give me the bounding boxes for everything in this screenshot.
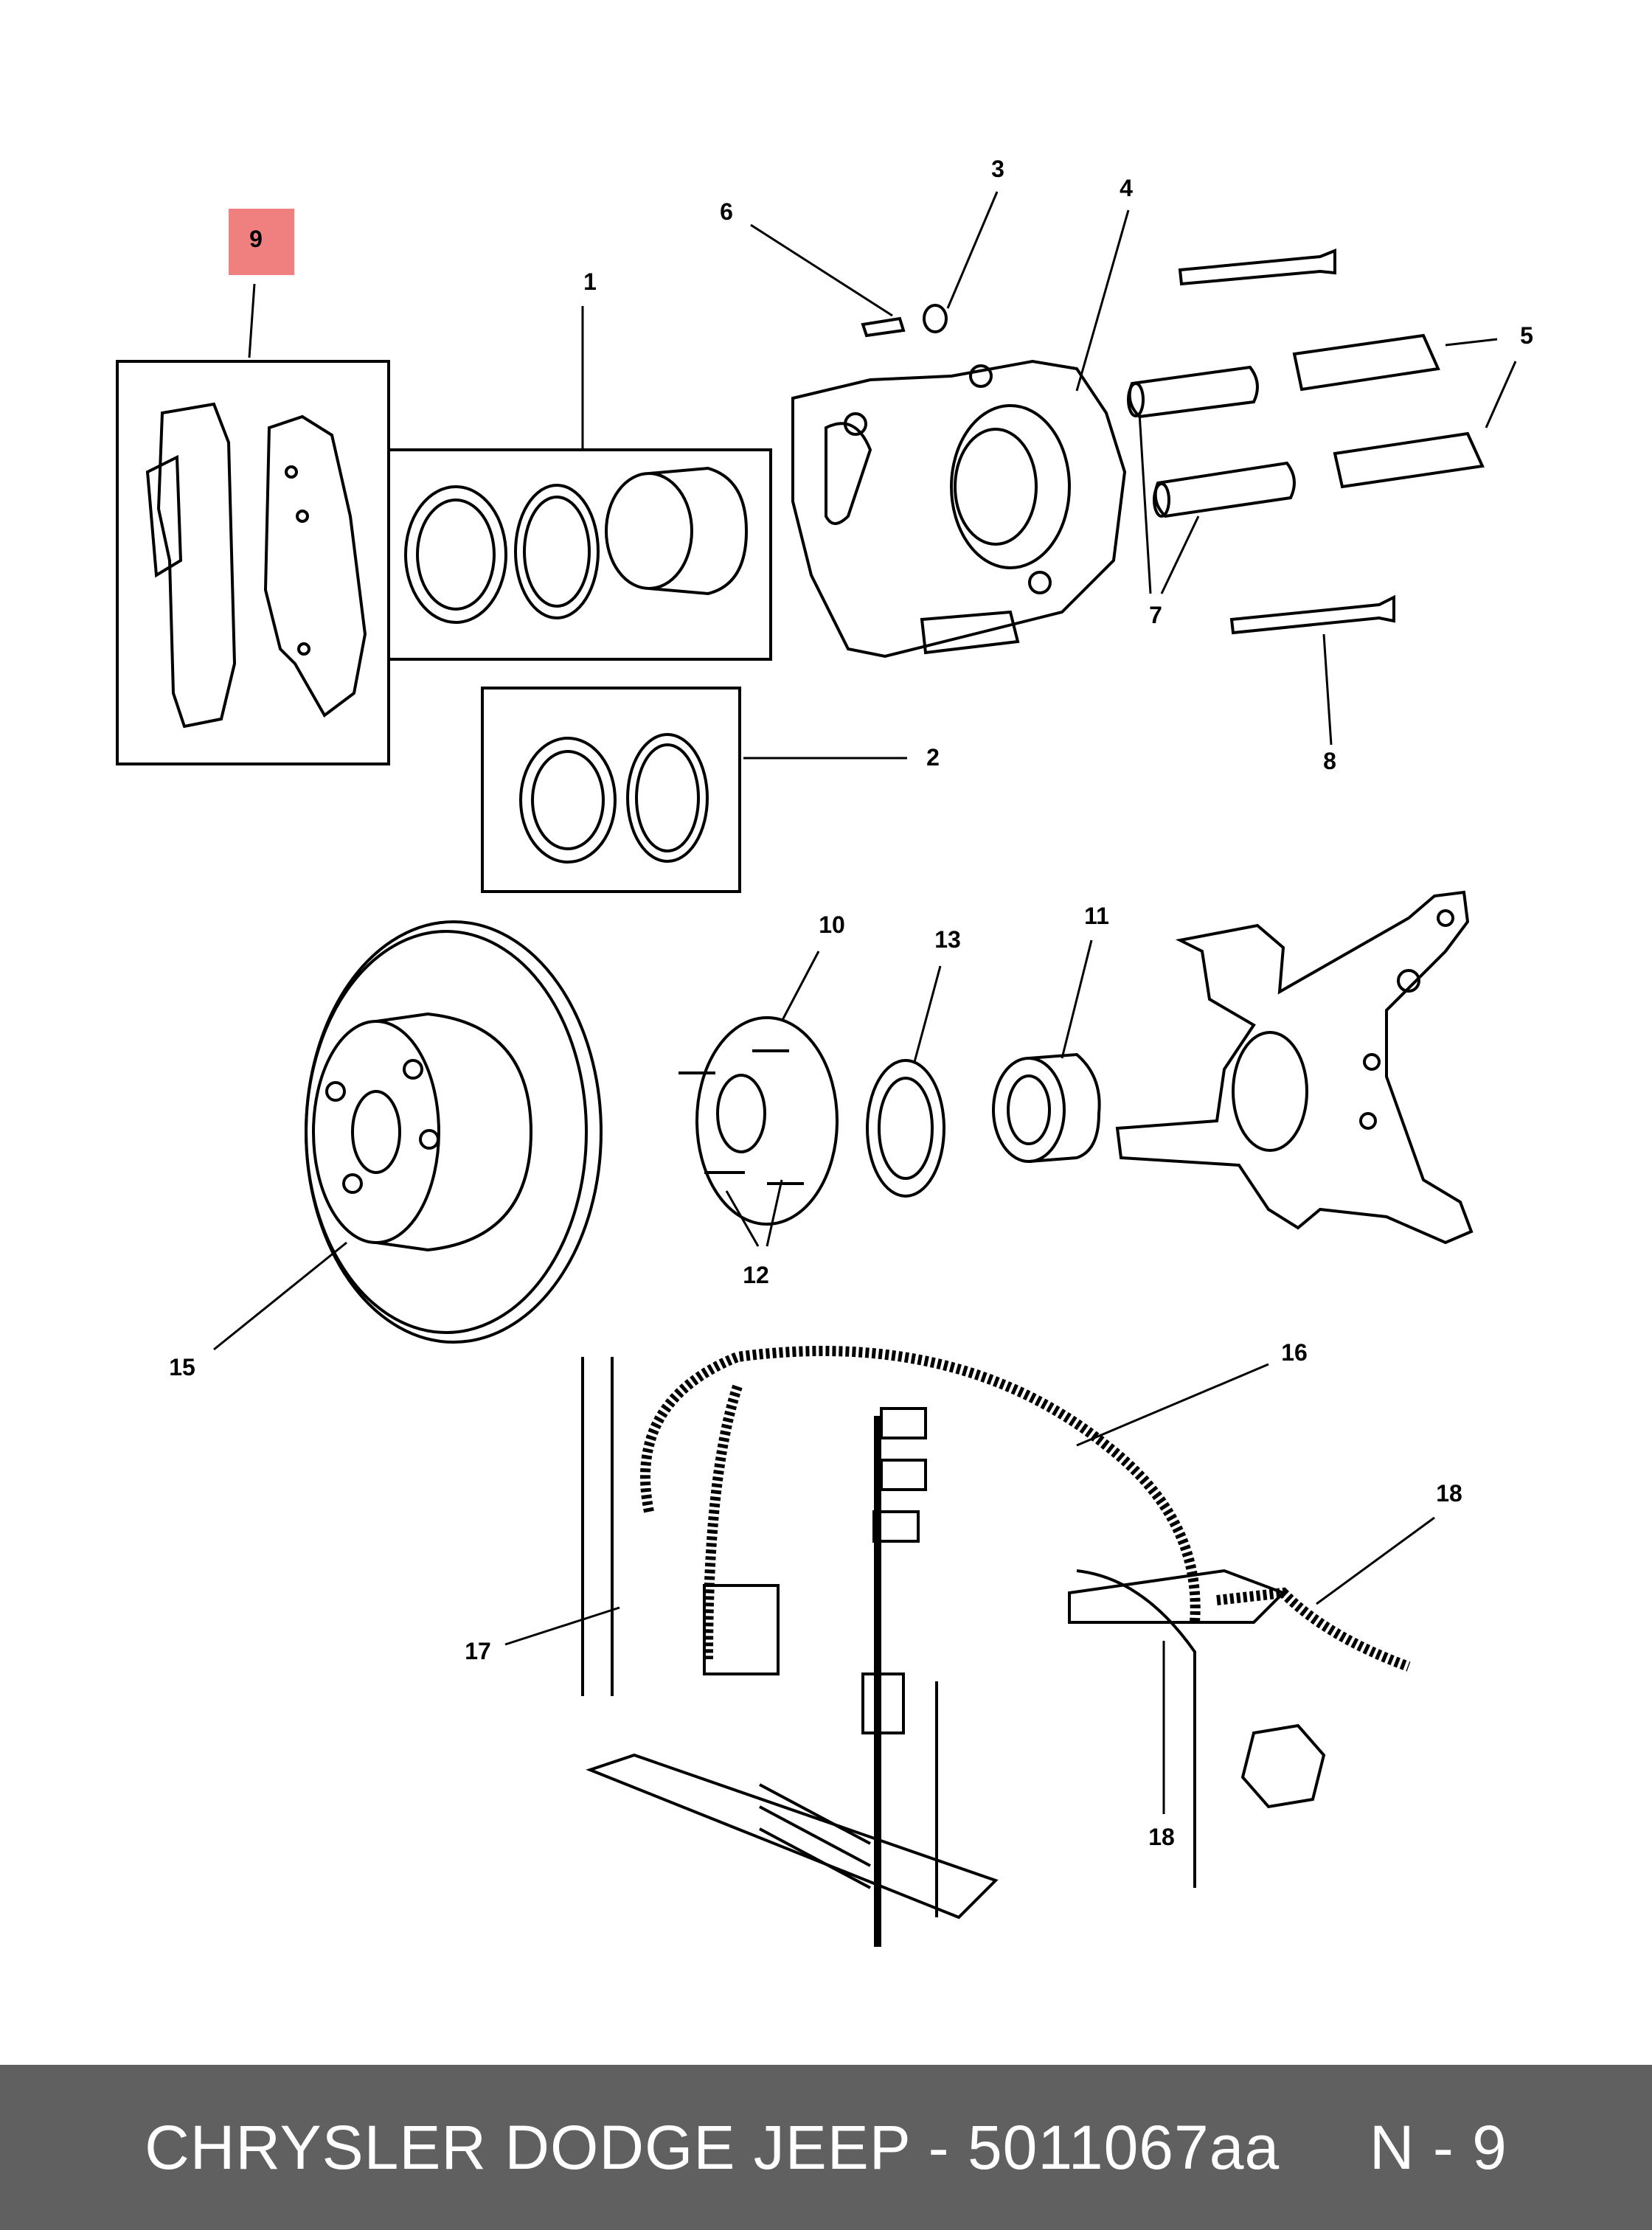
callout-18-bottom: 18 <box>1148 1824 1175 1850</box>
callout-9-highlight <box>229 209 294 275</box>
callout-5: 5 <box>1520 322 1533 349</box>
piston-kit-group <box>387 448 772 661</box>
callout-13: 13 <box>934 926 961 953</box>
callout-11: 11 <box>1084 903 1109 929</box>
callout-4: 4 <box>1120 175 1133 201</box>
hub-assembly <box>678 1016 839 1226</box>
brake-assembly-diagram: 1 2 3 4 5 6 7 8 9 10 11 12 13 15 16 17 1… <box>116 156 1533 1947</box>
bushings <box>1292 333 1485 489</box>
part-number-footer: CHRYSLER DODGE JEEP - 5011067aa N - 9 <box>0 2065 1652 2230</box>
callout-6: 6 <box>720 198 733 225</box>
footer-caption: CHRYSLER DODGE JEEP - 5011067aa N - 9 <box>145 2112 1507 2182</box>
brake-pads-group <box>116 360 390 765</box>
wheel-bearing <box>992 1052 1101 1163</box>
seal-kit-group <box>481 687 741 893</box>
callout-10: 10 <box>819 911 845 938</box>
callout-7: 7 <box>1149 602 1162 628</box>
callout-labels: 1 2 3 4 5 6 7 8 9 10 11 12 13 15 16 17 1… <box>169 156 1533 1850</box>
callout-18-top: 18 <box>1436 1480 1462 1507</box>
leader-lines <box>213 191 1517 1814</box>
callout-3: 3 <box>991 156 1004 182</box>
callout-2: 2 <box>926 744 940 771</box>
caliper-housing <box>791 359 1127 659</box>
callout-8: 8 <box>1323 748 1336 774</box>
steering-knuckle <box>1115 890 1474 1245</box>
callout-16: 16 <box>1281 1339 1308 1366</box>
sleeves <box>1127 365 1296 518</box>
callout-17: 17 <box>465 1638 491 1664</box>
callout-9: 9 <box>249 226 263 252</box>
callout-12: 12 <box>743 1262 769 1288</box>
brake-hose-installation <box>581 1346 1411 1947</box>
dust-shield <box>866 1059 945 1198</box>
bleeder-screw <box>861 304 948 338</box>
caliper-bolts <box>1178 249 1395 635</box>
callout-15: 15 <box>169 1354 195 1380</box>
brake-rotor <box>305 920 603 1344</box>
callout-1: 1 <box>583 268 597 295</box>
